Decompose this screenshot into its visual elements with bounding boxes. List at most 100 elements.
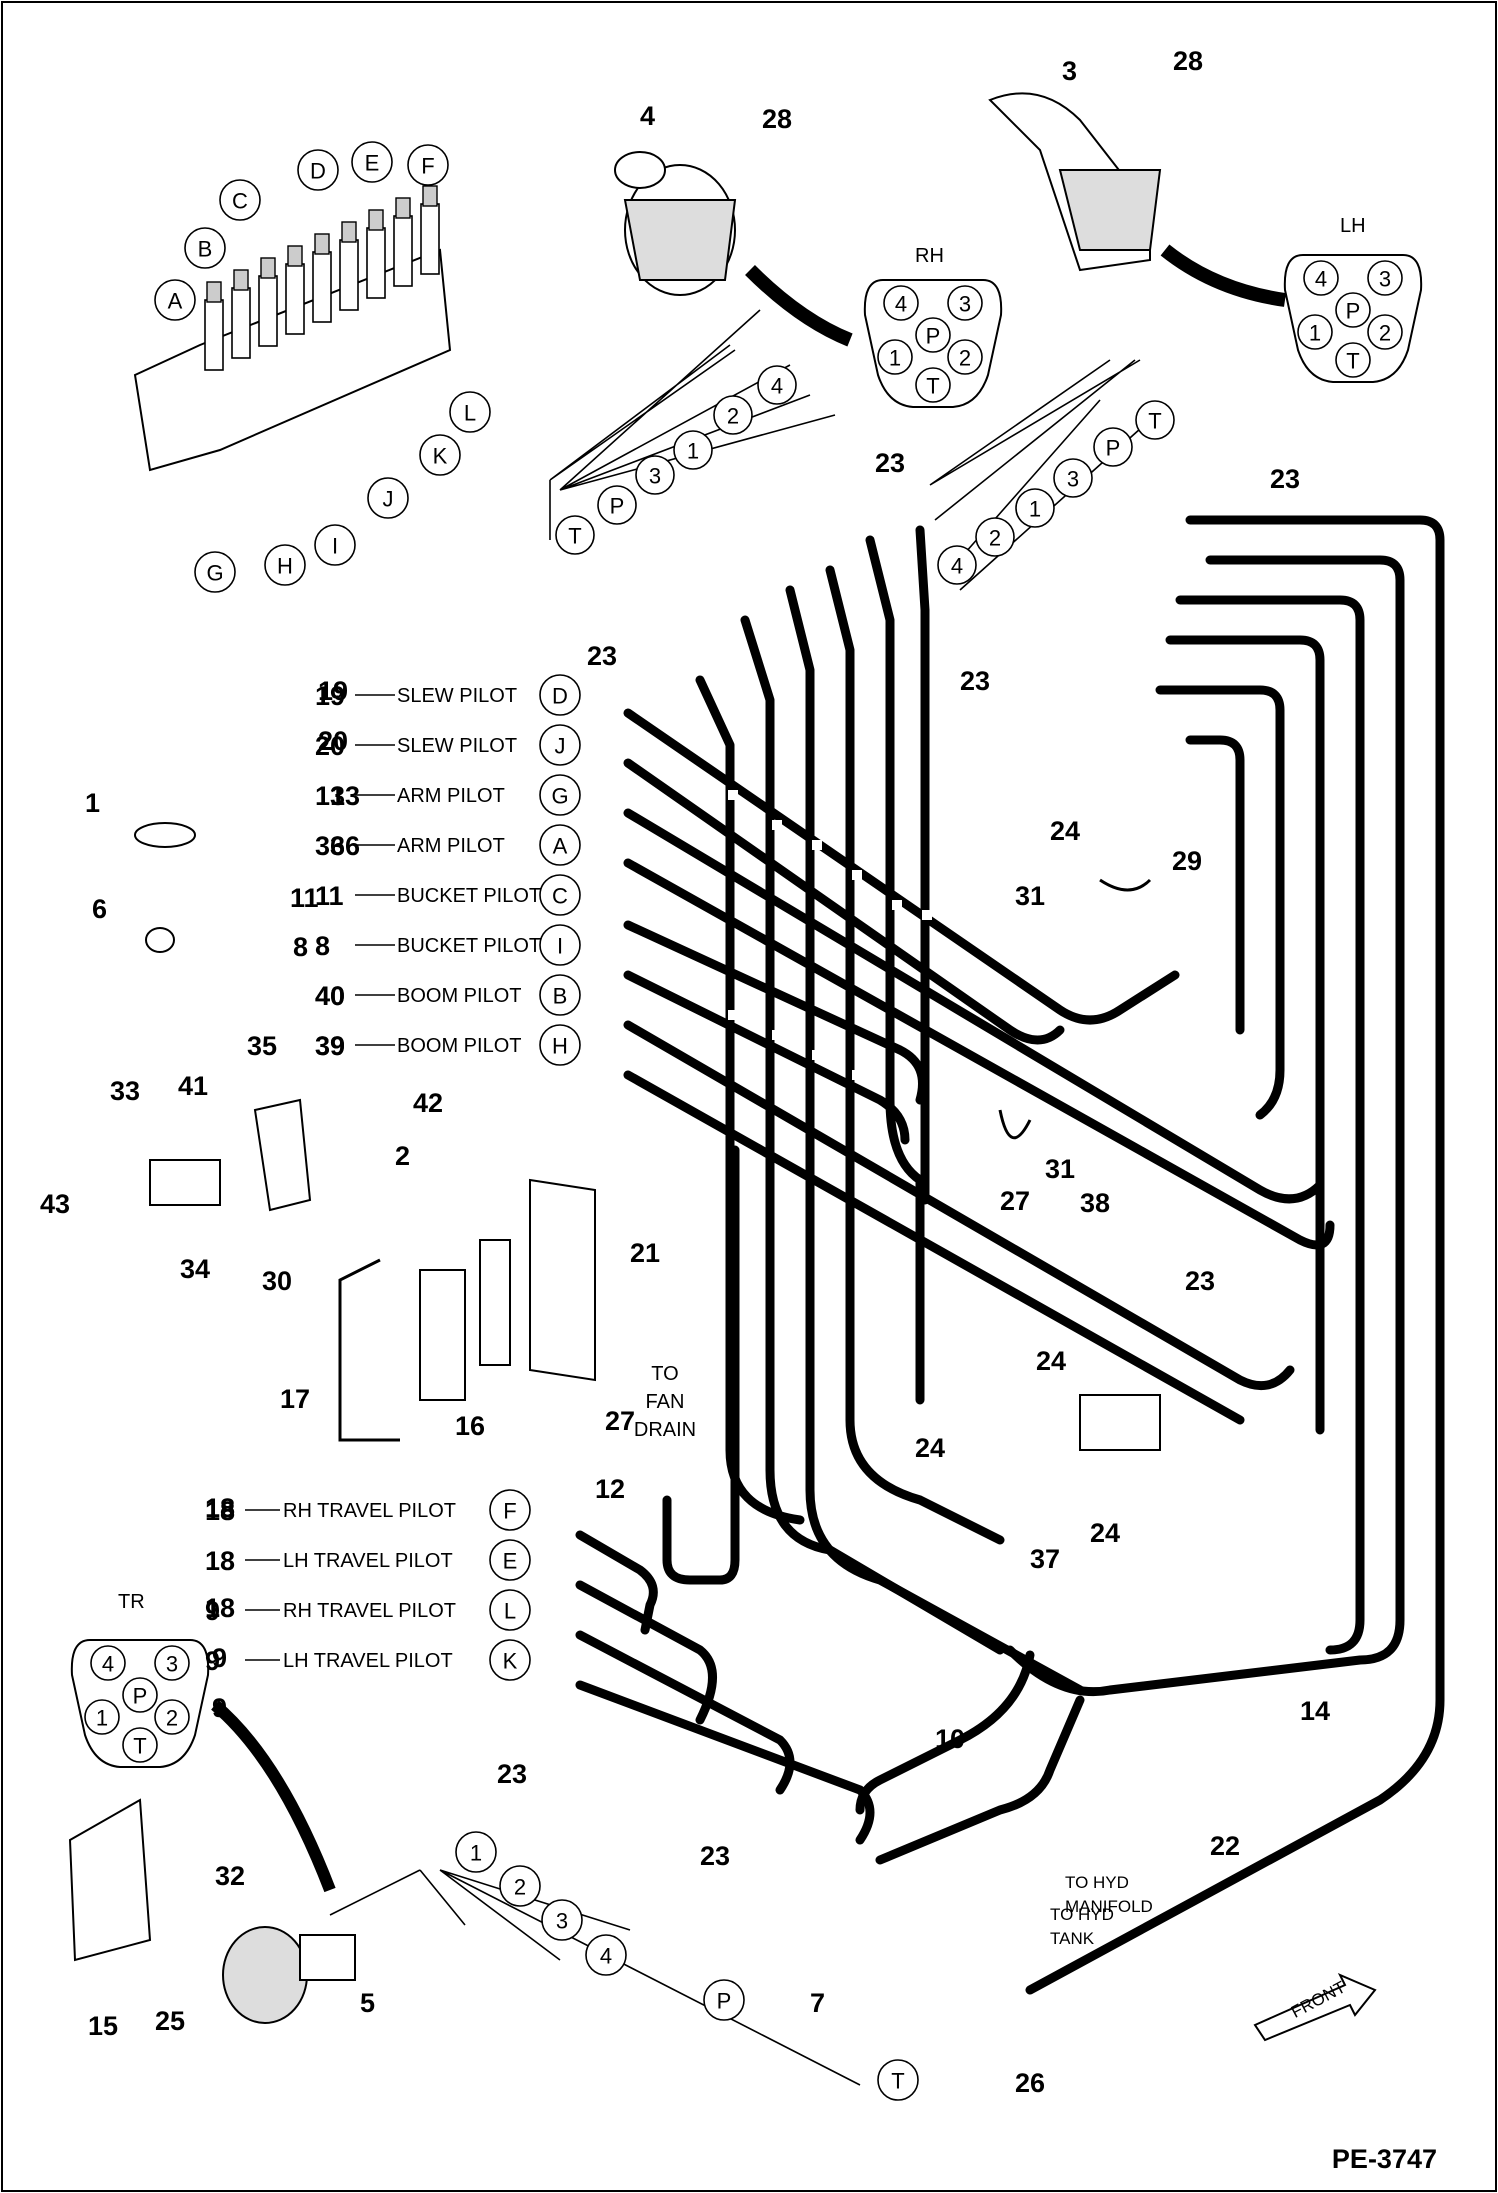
rh-fitting-T: T xyxy=(555,515,595,555)
svg-text:1: 1 xyxy=(470,1841,482,1866)
svg-text:K: K xyxy=(503,1649,518,1674)
svg-text:1: 1 xyxy=(1309,321,1321,346)
tr-port-pattern-port-P: P xyxy=(122,1677,158,1713)
pilot-port-A: A xyxy=(539,824,581,866)
part-number-27b: 27 xyxy=(1000,1186,1030,1216)
svg-text:1: 1 xyxy=(889,346,901,371)
valve-port-D: D xyxy=(297,149,339,191)
lh-fitting-4: 4 xyxy=(937,545,977,585)
svg-text:P: P xyxy=(133,1684,148,1709)
hyd-manifold-note-0: TO HYD xyxy=(1065,1873,1129,1892)
part-number-8: 8 xyxy=(293,932,308,962)
part-number-20: 20 xyxy=(318,726,348,756)
pilot-label-1: SLEW PILOT xyxy=(397,735,517,757)
part-number-28b: 28 xyxy=(1173,46,1203,76)
lh-fitting-1: 1 xyxy=(1015,488,1055,528)
svg-text:P: P xyxy=(1346,299,1361,324)
valve-port-B: B xyxy=(184,227,226,269)
part-number-28: 28 xyxy=(762,104,792,134)
pilot-port-J: J xyxy=(539,724,581,766)
svg-text:L: L xyxy=(464,401,476,426)
drawing-id: PE-3747 xyxy=(1332,2144,1437,2174)
svg-text:I: I xyxy=(332,534,338,559)
svg-text:T: T xyxy=(1346,349,1359,374)
travel-port-K: K xyxy=(489,1639,531,1681)
svg-text:4: 4 xyxy=(771,374,783,399)
tr-port-pattern-port-3: 3 xyxy=(154,1645,190,1681)
fan-drain-note-0: TO xyxy=(651,1363,678,1385)
part-number-27: 27 xyxy=(605,1406,635,1436)
part-number-35: 35 xyxy=(247,1031,277,1061)
rh-port-pattern-label: RH xyxy=(915,245,944,267)
svg-text:A: A xyxy=(553,834,568,859)
rh-port-pattern-port-1: 1 xyxy=(877,339,913,375)
rh-port-pattern-port-2: 2 xyxy=(947,339,983,375)
part-number-31: 31 xyxy=(1015,881,1045,911)
svg-text:3: 3 xyxy=(959,292,971,317)
part-number-2: 2 xyxy=(395,1141,410,1171)
part-number-10: 10 xyxy=(935,1724,965,1754)
svg-text:B: B xyxy=(198,237,213,262)
svg-text:G: G xyxy=(551,784,568,809)
svg-text:H: H xyxy=(552,1034,568,1059)
valve-port-I: I xyxy=(314,524,356,566)
svg-text:I: I xyxy=(557,934,563,959)
svg-text:J: J xyxy=(383,487,394,512)
svg-text:K: K xyxy=(433,444,448,469)
lh-fitting-2: 2 xyxy=(975,517,1015,557)
travel-number-3: 9 xyxy=(205,1646,220,1676)
lh-port-pattern-port-2: 2 xyxy=(1367,314,1403,350)
part-number-23c: 23 xyxy=(960,666,990,696)
tr-port-pattern-label: TR xyxy=(118,1591,145,1613)
part-number-24: 24 xyxy=(1050,816,1080,846)
tr-port-pattern-port-2: 2 xyxy=(154,1699,190,1735)
pilot-label-7: BOOM PILOT xyxy=(397,1035,521,1057)
pilot-port-I: I xyxy=(539,924,581,966)
rh-fitting-3: 3 xyxy=(635,455,675,495)
pilot-label-4: BUCKET PILOT xyxy=(397,885,541,907)
svg-text:L: L xyxy=(504,1599,516,1624)
part-number-42: 42 xyxy=(413,1088,443,1118)
pilot-number-1: 20 xyxy=(315,731,345,761)
tr-fitting-1: 1 xyxy=(455,1831,497,1873)
svg-text:2: 2 xyxy=(166,1706,178,1731)
valve-port-A: A xyxy=(154,279,196,321)
part-number-24b: 24 xyxy=(1036,1346,1066,1376)
svg-text:A: A xyxy=(168,289,183,314)
part-number-40: 40 xyxy=(315,981,345,1011)
pilot-label-5: BUCKET PILOT xyxy=(397,935,541,957)
svg-text:4: 4 xyxy=(600,1944,612,1969)
part-number-25: 25 xyxy=(155,2006,185,2036)
svg-text:T: T xyxy=(1148,409,1161,434)
svg-text:P: P xyxy=(610,494,625,519)
valve-port-H: H xyxy=(264,544,306,586)
pilot-port-C: C xyxy=(539,874,581,916)
svg-text:3: 3 xyxy=(166,1652,178,1677)
travel-port-F: F xyxy=(489,1489,531,1531)
lh-fitting-P: P xyxy=(1093,427,1133,467)
lh-port-pattern-port-1: 1 xyxy=(1297,314,1333,350)
pilot-hoses xyxy=(575,515,1445,1995)
svg-text:3: 3 xyxy=(649,464,661,489)
rh-joystick xyxy=(614,151,853,347)
part-number-13: 13 xyxy=(330,781,360,811)
valve-port-K: K xyxy=(419,434,461,476)
svg-text:4: 4 xyxy=(895,292,907,317)
part-number-37: 37 xyxy=(1030,1544,1060,1574)
part-number-39: 39 xyxy=(315,1031,345,1061)
svg-text:F: F xyxy=(421,154,434,179)
pilot-label-3: ARM PILOT xyxy=(397,835,505,857)
svg-text:2: 2 xyxy=(1379,321,1391,346)
rh-port-pattern-port-4: 4 xyxy=(883,285,919,321)
tr-fitting-4: 4 xyxy=(585,1934,627,1976)
svg-text:E: E xyxy=(365,151,380,176)
svg-text:2: 2 xyxy=(959,346,971,371)
part-number-23g: 23 xyxy=(700,1841,730,1871)
svg-text:C: C xyxy=(232,189,248,214)
svg-text:2: 2 xyxy=(989,526,1001,551)
svg-text:P: P xyxy=(717,1989,732,2014)
svg-text:J: J xyxy=(555,734,566,759)
tr-port-pattern-port-1: 1 xyxy=(84,1699,120,1735)
small-parts xyxy=(68,822,1377,2042)
